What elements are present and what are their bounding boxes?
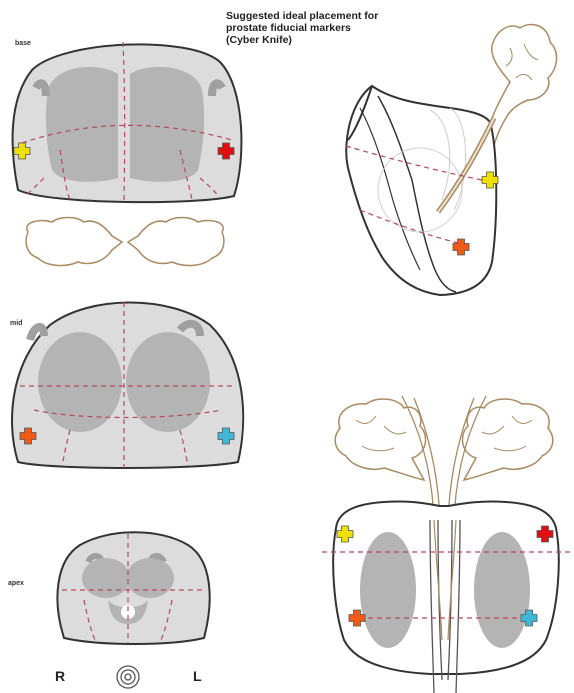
coronal-right-lobe bbox=[360, 532, 416, 648]
base-cross-section bbox=[13, 42, 242, 202]
concentric-circles-icon bbox=[117, 666, 139, 688]
base-left-lobe bbox=[130, 67, 204, 182]
coronal-right-seminal-vesicle bbox=[335, 399, 425, 480]
coronal-left-lobe bbox=[474, 532, 530, 648]
mid-cross-section bbox=[12, 302, 243, 468]
coronal-view bbox=[322, 396, 572, 693]
base-right-lobe bbox=[46, 67, 118, 182]
base-seminal-vesicles bbox=[26, 218, 224, 266]
coronal-left-seminal-vesicle bbox=[462, 399, 552, 480]
sagittal-view bbox=[346, 24, 557, 295]
mid-left-lobe bbox=[126, 332, 210, 432]
apex-cross-section bbox=[57, 532, 209, 644]
